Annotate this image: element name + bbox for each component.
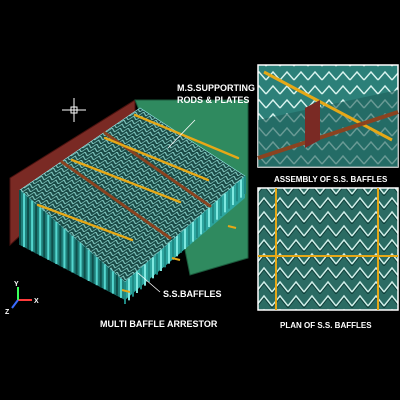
baffles-leader-line [137,272,161,293]
baffle-side-face [124,176,246,304]
plan-caption: PLAN OF S.S. BAFFLES [280,321,372,330]
ucs-axes-icon: X Y Z [5,281,39,316]
ucs-x-label: X [34,298,39,305]
yellow-support-rods [36,113,240,242]
crosshair-cursor-icon [62,98,86,122]
rods-label-line1: M.S.SUPPORTING [177,83,255,93]
ucs-z-label: Z [5,309,10,316]
ucs-y-label: Y [14,281,19,288]
rod-end-marks [121,225,237,293]
assembly-inset: ASSEMBLY OF S.S. BAFFLES [257,64,399,184]
rods-label-line2: RODS & PLATES [177,95,249,105]
assembly-caption: ASSEMBLY OF S.S. BAFFLES [274,175,388,184]
main-caption: MULTI BAFFLE ARRESTOR [100,319,218,329]
baffles-label: S.S.BAFFLES [163,289,222,299]
baffle-front-face [19,190,126,300]
rods-leader-line [167,119,196,149]
plan-inset: PLAN OF S.S. BAFFLES [257,187,399,330]
arrestor-isometric-view [9,99,249,304]
